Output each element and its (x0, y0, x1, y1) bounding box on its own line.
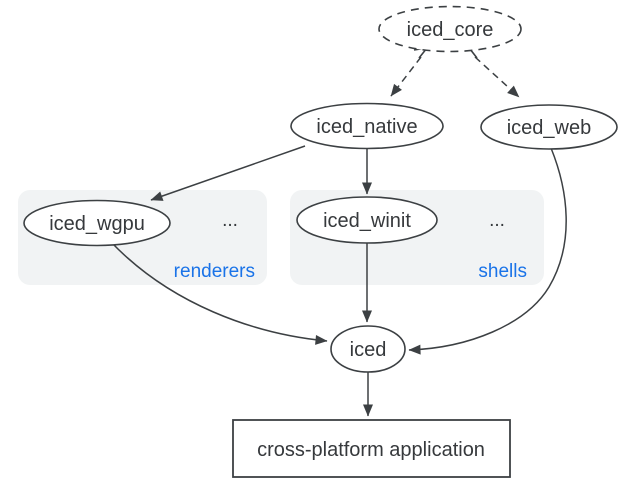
shells-label: shells (478, 261, 527, 282)
node-iced-native-label: iced_native (316, 116, 417, 138)
node-application-rect (232, 419, 511, 478)
edge-native-to-wgpu (150, 145, 306, 201)
shells-ellipsis-label: ... (489, 210, 505, 231)
node-iced-web-label: iced_web (507, 117, 592, 139)
edge-web-to-iced (408, 147, 567, 355)
renderers-ellipsis-label: ... (222, 210, 238, 231)
node-iced-core-ellipse (378, 5, 522, 53)
node-iced-web-ellipse (480, 104, 618, 150)
node-iced-wgpu-ellipse (23, 199, 171, 247)
node-iced-winit-ellipse (296, 196, 438, 244)
node-iced-label: iced (350, 339, 387, 361)
edge-core-to-native (390, 56, 422, 97)
node-iced-wgpu-label: iced_wgpu (49, 213, 145, 235)
renderers-label: renderers (174, 261, 255, 282)
node-iced-winit-label: iced_winit (323, 210, 411, 232)
node-iced-native-ellipse (290, 102, 444, 150)
edge-wgpu-to-iced (111, 242, 328, 345)
node-iced-core-label: iced_core (407, 19, 494, 41)
edge-core-to-web (474, 56, 520, 98)
node-iced-ellipse (330, 325, 406, 373)
node-application-label: cross-platform application (257, 439, 485, 461)
